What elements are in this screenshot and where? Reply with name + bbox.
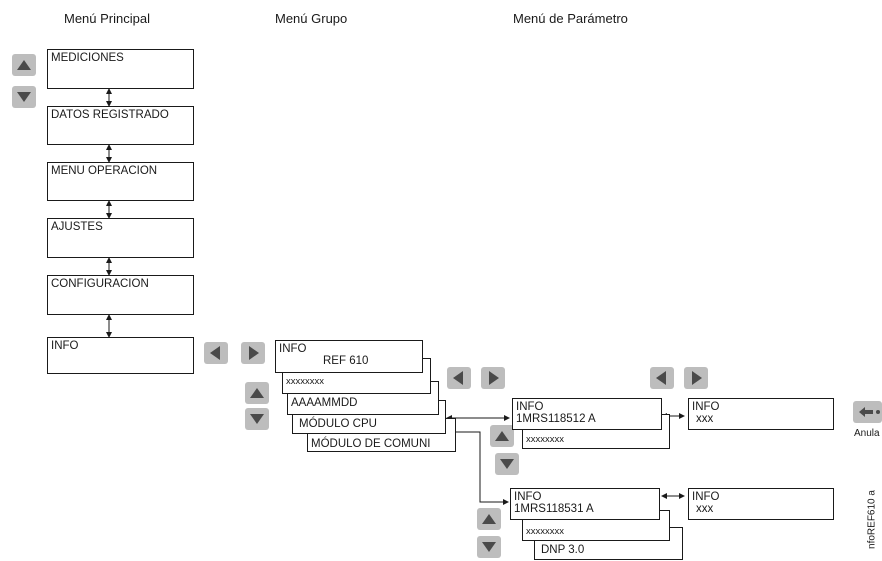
comm-info-value: xxx [696,503,714,515]
arrow-up-icon [482,514,496,524]
group-info-box[interactable]: INFO REF 610 [275,340,423,373]
comm-param-box[interactable]: INFO 1MRS118531 A [510,488,660,520]
group-left-button[interactable] [204,342,228,364]
comm-down-button[interactable] [477,536,501,558]
arrow-up-icon [17,60,31,70]
arrow-down-icon [17,92,31,102]
arrow-left-icon [453,371,463,385]
comm-param-code: 1MRS118531 A [514,503,594,515]
info-right-button[interactable] [684,367,708,389]
cpu-down-button[interactable] [495,453,519,475]
comm-info-box[interactable]: INFO xxx [688,488,834,520]
cpu-info-box[interactable]: INFO xxx [688,398,834,430]
menu-item-ajustes[interactable]: AJUSTES [47,218,194,258]
cpu-param-title: INFO [516,401,544,413]
arrow-down-icon [482,542,496,552]
group-menu-header: Menú Grupo [275,11,348,26]
group-info-subtitle: REF 610 [323,355,369,367]
figure-id: nfoREF610 a [866,490,878,549]
menu-item-mediciones[interactable]: MEDICIONES [47,49,194,89]
main-menu-header: Menú Principal [64,11,150,26]
arrow-down-icon [500,459,514,469]
arrow-right-icon [249,346,259,360]
parameter-menu-header: Menú de Parámetro [513,11,628,26]
cancel-label: Anula [854,428,880,439]
arrow-up-icon [250,388,264,398]
param-left-button[interactable] [447,367,471,389]
cancel-back-icon [859,407,880,417]
cpu-param-code: 1MRS118512 A [516,413,596,425]
cpu-info-value: xxx [696,413,714,425]
cancel-button[interactable] [853,401,882,423]
comm-info-title: INFO [692,491,720,503]
comm-connector [456,431,509,505]
menu-item-menu-operacion[interactable]: MENU OPERACION [47,162,194,201]
arrow-right-icon [692,371,702,385]
arrow-left-icon [656,371,666,385]
arrow-right-icon [489,371,499,385]
arrow-down-icon [250,414,264,424]
group-down-button[interactable] [245,408,269,430]
comm-up-button[interactable] [477,508,501,530]
param-right-button[interactable] [481,367,505,389]
arrow-up-icon [495,431,509,441]
group-right-button[interactable] [241,342,265,364]
cpu-param-box[interactable]: INFO 1MRS118512 A [512,398,662,430]
main-up-button[interactable] [12,54,36,76]
arrow-left-icon [210,346,220,360]
menu-item-datos-registrado[interactable]: DATOS REGISTRADO [47,106,194,145]
cpu-info-title: INFO [692,401,720,413]
main-down-button[interactable] [12,86,36,108]
group-up-button[interactable] [245,382,269,404]
group-info-title: INFO [279,343,307,355]
menu-item-info[interactable]: INFO [47,337,194,374]
menu-item-configuracion[interactable]: CONFIGURACION [47,275,194,315]
info-left-button[interactable] [650,367,674,389]
cpu-up-button[interactable] [490,425,514,447]
comm-param-title: INFO [514,491,542,503]
